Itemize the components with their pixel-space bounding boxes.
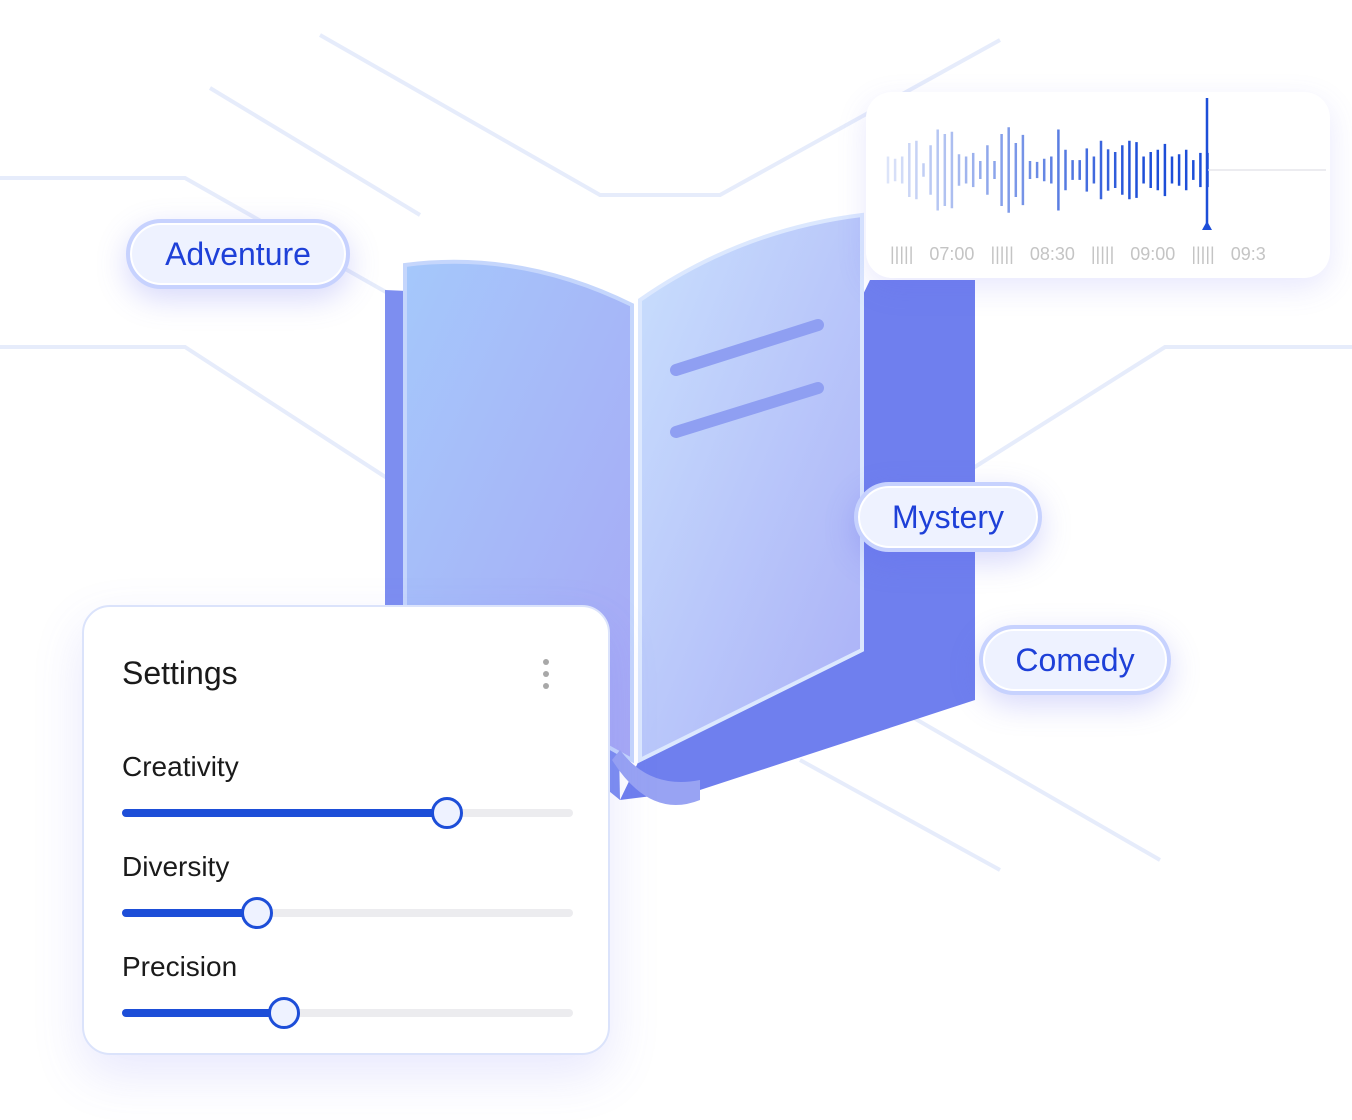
time-label: 09:00 [1130,244,1176,264]
precision-label: Precision [122,951,238,982]
settings-panel: Settings Creativity Diversity Precision [82,605,610,1055]
audio-timeline-panel[interactable]: ||||| 07:00 ||||| 08:30 ||||| 09:00 ||||… [866,92,1330,278]
creativity-label: Creativity [122,751,239,782]
time-label: 07:00 [929,244,975,264]
time-label: 08:30 [1029,244,1075,264]
time-ruler: ||||| 07:00 ||||| 08:30 ||||| 09:00 ||||… [890,244,1266,265]
connector-lines [0,33,1352,872]
diversity-slider[interactable] [122,897,573,929]
tag-mystery[interactable]: Mystery [854,482,1042,552]
slider-fill [122,809,447,817]
tick-marks: ||||| [1191,244,1215,264]
slider-thumb[interactable] [241,897,274,929]
tick-marks: ||||| [890,244,914,264]
more-vertical-icon[interactable] [536,659,556,689]
slider-fill [122,909,258,917]
diversity-label: Diversity [122,851,230,882]
tick-marks: ||||| [990,244,1014,264]
slider-thumb[interactable] [430,797,463,829]
slider-thumb[interactable] [268,997,301,1029]
tag-adventure[interactable]: Adventure [126,219,350,289]
creativity-slider[interactable] [122,797,573,829]
playhead-handle-icon[interactable] [1202,221,1212,230]
time-label: 09:3 [1230,244,1266,264]
settings-title: Settings [122,655,238,691]
precision-slider[interactable] [122,997,573,1029]
slider-fill [122,1009,285,1017]
waveform[interactable] [866,92,1330,278]
tag-comedy[interactable]: Comedy [979,625,1171,695]
tick-marks: ||||| [1090,244,1115,264]
